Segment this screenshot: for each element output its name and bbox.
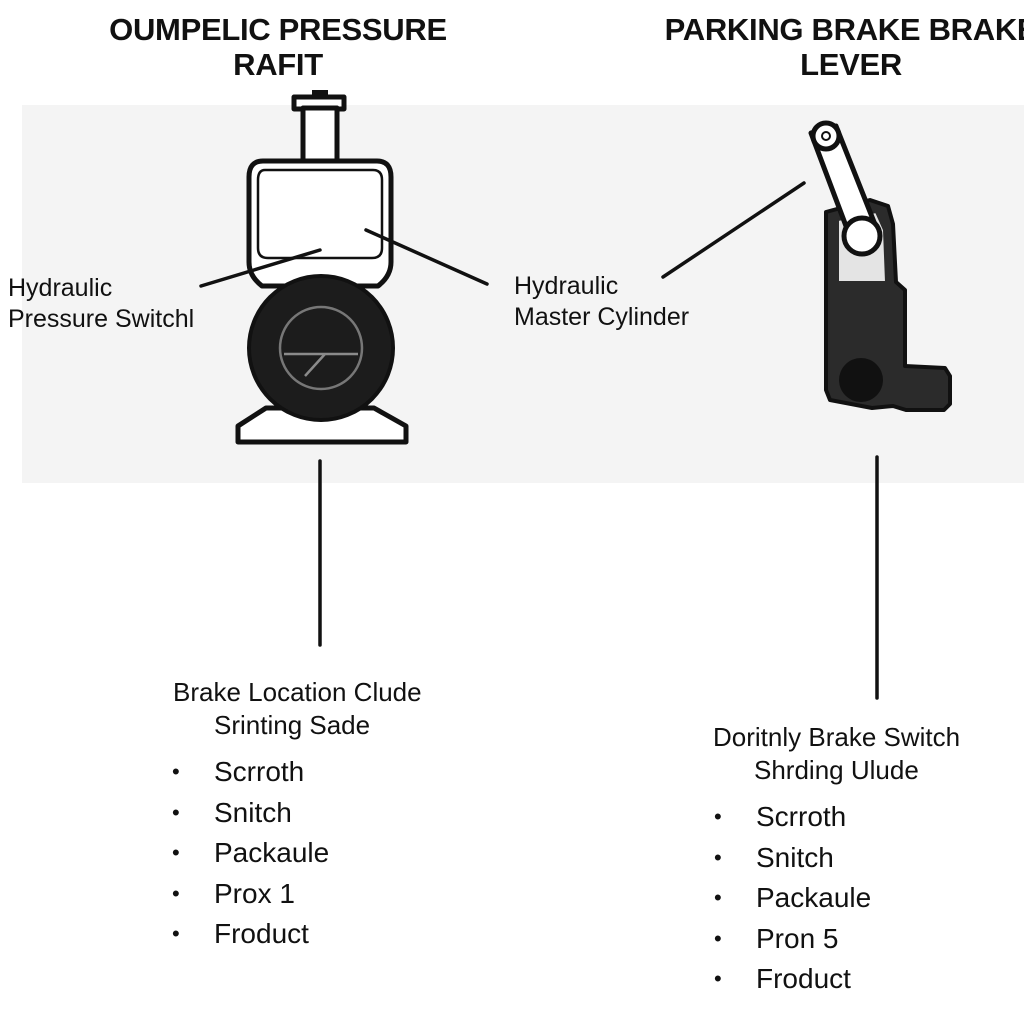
list-item: Scrroth bbox=[172, 752, 329, 793]
parking-brake-title: PARKING BRAKE BRAKE LEVER bbox=[646, 12, 1024, 82]
switch-knob bbox=[247, 274, 395, 422]
parking-brake-title-line-1: PARKING BRAKE BRAKE bbox=[664, 12, 1024, 47]
left-heading-title: Brake Location Clude bbox=[173, 677, 422, 707]
list-item: Packaule bbox=[714, 878, 871, 919]
switch-base bbox=[235, 405, 409, 445]
lever-housing-port bbox=[839, 358, 883, 402]
switch-knob-marker bbox=[284, 352, 358, 377]
right-item-list: Scrroth Snitch Packaule Pron 5 Froduct bbox=[714, 797, 871, 1000]
list-item: Froduct bbox=[172, 914, 329, 955]
leader-pressure-switch bbox=[199, 248, 322, 288]
switch-neck bbox=[300, 105, 340, 166]
pressure-switch-illustration bbox=[235, 90, 409, 445]
list-item: Snitch bbox=[714, 838, 871, 879]
lever-pivot-hole bbox=[821, 131, 831, 141]
list-item: Froduct bbox=[714, 959, 871, 1000]
parking-brake-lever-illustration bbox=[808, 120, 952, 412]
leader-master-cylinder bbox=[364, 228, 489, 286]
right-section-heading: Doritnly Brake Switch Shrding Ulude bbox=[713, 721, 960, 787]
list-item: Packaule bbox=[172, 833, 329, 874]
list-item: Snitch bbox=[172, 793, 329, 834]
left-item-list: Scrroth Snitch Packaule Prox 1 Froduct bbox=[172, 752, 329, 955]
pressure-switch-label-line-2: Pressure Switchl bbox=[8, 305, 195, 333]
left-section-heading: Brake Location Clude Srinting Sade bbox=[173, 676, 422, 742]
list-item: Pron 5 bbox=[714, 919, 871, 960]
pressure-switch-title-line-1: OUMPELIC PRESSURE bbox=[109, 12, 447, 47]
right-heading-title: Doritnly Brake Switch bbox=[713, 722, 961, 752]
master-cylinder-label-line-2: Master Cylinder bbox=[514, 303, 690, 331]
leader-lever bbox=[661, 181, 806, 279]
list-item: Prox 1 bbox=[172, 874, 329, 915]
parking-brake-title-line-2: LEVER bbox=[800, 47, 902, 82]
pressure-switch-title-line-2: RAFIT bbox=[233, 47, 323, 82]
pressure-switch-title: OUMPELIC PRESSURE RAFIT bbox=[86, 12, 470, 82]
left-heading-subtitle: Srinting Sade bbox=[214, 710, 371, 740]
right-heading-subtitle: Shrding Ulude bbox=[754, 755, 919, 785]
pressure-switch-label-line-1: Hydraulic bbox=[8, 274, 113, 302]
switch-cap-top bbox=[312, 90, 328, 98]
leader-lines bbox=[199, 181, 879, 700]
switch-inner-outline bbox=[256, 168, 384, 260]
lever-hub bbox=[841, 215, 883, 257]
master-cylinder-label: Hydraulic Master Cylinder bbox=[514, 271, 689, 333]
switch-knob-ring bbox=[278, 305, 364, 391]
list-item: Scrroth bbox=[714, 797, 871, 838]
pressure-switch-label: Hydraulic Pressure Switchl bbox=[8, 273, 194, 335]
master-cylinder-label-line-1: Hydraulic bbox=[514, 272, 619, 300]
